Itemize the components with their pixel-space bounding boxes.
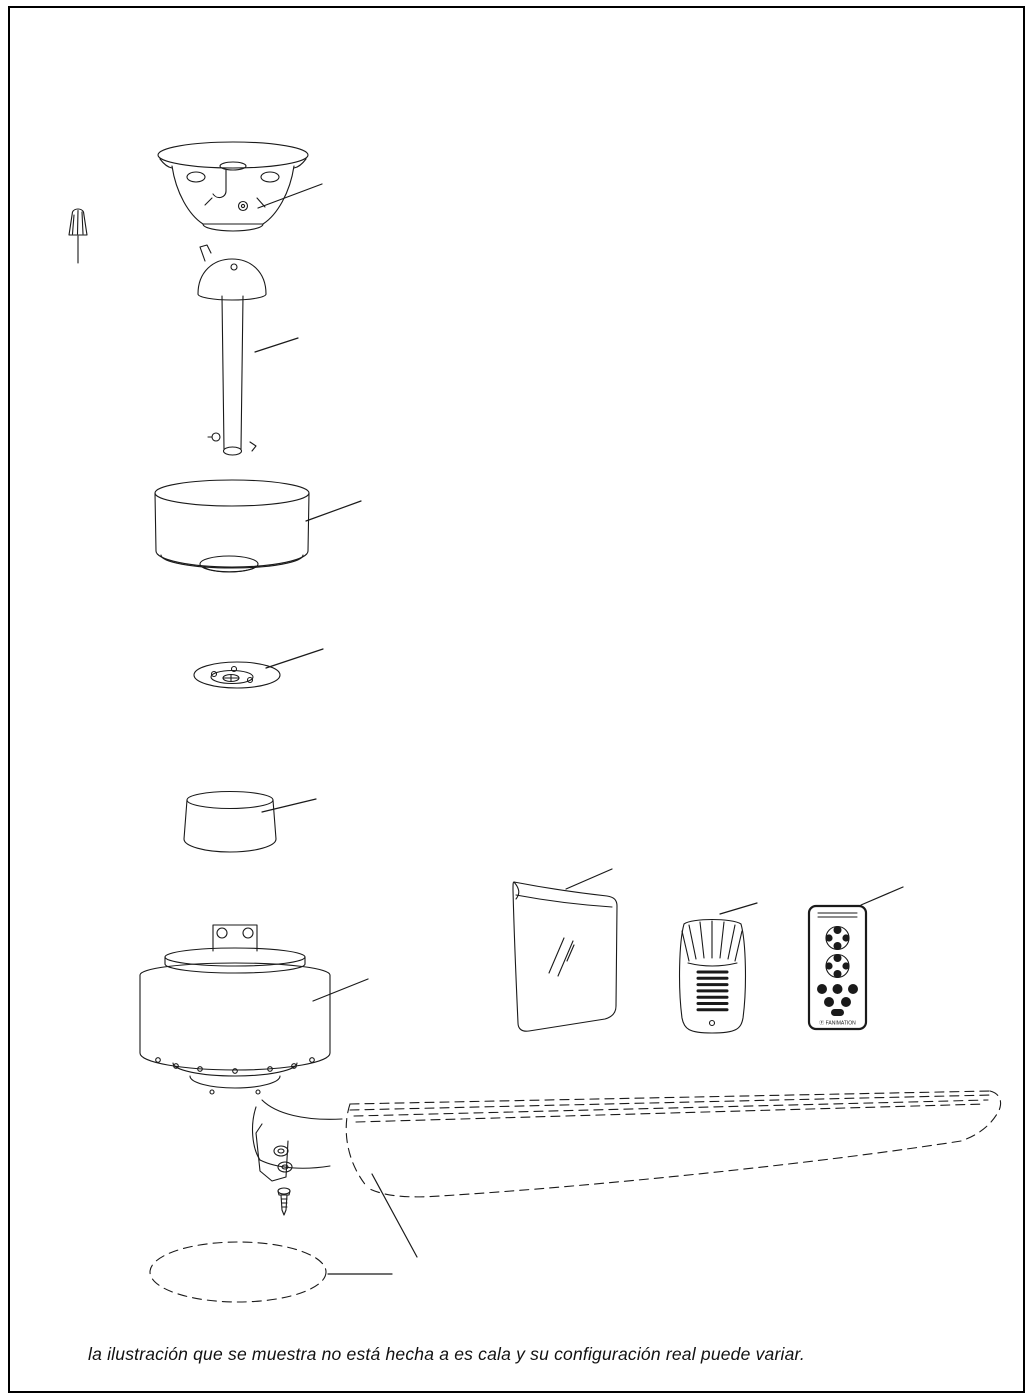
leader-line bbox=[565, 868, 613, 890]
bowl-outline-icon bbox=[149, 1241, 327, 1303]
remote-control-icon: Ⓕ FANIMATION bbox=[807, 904, 868, 1031]
hardware-bag-icon bbox=[512, 881, 618, 1032]
caption: la ilustración que se muestra no está he… bbox=[88, 1344, 805, 1364]
leader-lines bbox=[254, 183, 904, 1275]
downrod-icon bbox=[197, 244, 267, 456]
wire-nut-icon bbox=[68, 208, 88, 264]
blade-screw-icon bbox=[277, 1187, 291, 1216]
cone-cover-icon bbox=[183, 790, 277, 853]
leader-line bbox=[860, 886, 904, 906]
leader-line bbox=[261, 798, 317, 813]
canopy-icon bbox=[154, 479, 310, 573]
receiver-icon bbox=[678, 918, 747, 1034]
blade-holder-icon bbox=[251, 1099, 343, 1182]
leader-line bbox=[312, 978, 369, 1002]
remote-brand-text: Ⓕ FANIMATION bbox=[819, 1020, 856, 1027]
leader-line bbox=[257, 183, 323, 209]
motor-assembly-icon bbox=[139, 924, 331, 1095]
leader-line bbox=[371, 1173, 418, 1258]
leader-line bbox=[305, 500, 362, 522]
leader-line bbox=[254, 337, 299, 353]
fan-blade-icon bbox=[345, 1090, 1002, 1198]
leader-line bbox=[719, 902, 758, 915]
ceiling-mounting-bracket-icon bbox=[157, 141, 309, 232]
leader-line bbox=[265, 648, 324, 669]
coupling-cover-icon bbox=[193, 661, 281, 689]
